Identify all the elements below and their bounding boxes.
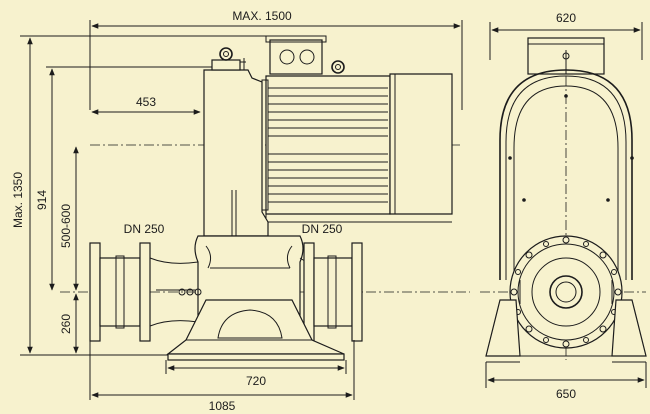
label-1085: 1085 <box>209 399 236 413</box>
dimension-914: 914 <box>35 66 215 291</box>
dimension-453: 453 <box>91 95 201 115</box>
front-casing <box>499 69 634 280</box>
label-max-height: Max. 1350 <box>11 172 25 228</box>
label-outlet: DN 250 <box>302 222 343 236</box>
dimension-max-length: MAX. 1500 <box>89 9 463 110</box>
label-max-length: MAX. 1500 <box>232 9 292 23</box>
side-view: MAX. 1500 453 Max. 1350 914 500-600 <box>11 9 470 413</box>
outlet-flange: DN 250 <box>299 222 363 342</box>
label-500-600: 500-600 <box>59 204 73 248</box>
inlet-flange: DN 250 <box>89 222 202 342</box>
dimension-max-height: Max. 1350 <box>11 35 290 356</box>
eye-bolt-housing <box>219 47 233 61</box>
label-inlet: DN 250 <box>124 222 165 236</box>
label-620: 620 <box>556 11 576 25</box>
motor <box>261 35 453 223</box>
front-feet <box>485 299 647 363</box>
fan-cover <box>389 73 453 215</box>
front-view: 620 <box>480 11 647 401</box>
cooling-fins <box>268 87 388 203</box>
label-453: 453 <box>136 95 156 109</box>
dimension-620: 620 <box>489 11 643 60</box>
dimension-720: 720 <box>165 360 347 388</box>
eye-bolt-motor <box>331 60 345 74</box>
label-260: 260 <box>59 314 73 334</box>
label-720: 720 <box>246 374 266 388</box>
label-650: 650 <box>556 387 576 401</box>
label-914: 914 <box>35 190 49 210</box>
dimension-1085: 1085 <box>89 340 355 413</box>
front-volute <box>509 235 623 349</box>
pump-base <box>166 299 345 361</box>
dimension-260: 260 <box>59 293 79 354</box>
terminal-box <box>269 39 323 75</box>
front-terminal-box <box>527 37 605 75</box>
dimension-500-600: 500-600 <box>59 146 79 291</box>
dimension-650: 650 <box>485 362 647 401</box>
motor-body <box>265 75 391 215</box>
